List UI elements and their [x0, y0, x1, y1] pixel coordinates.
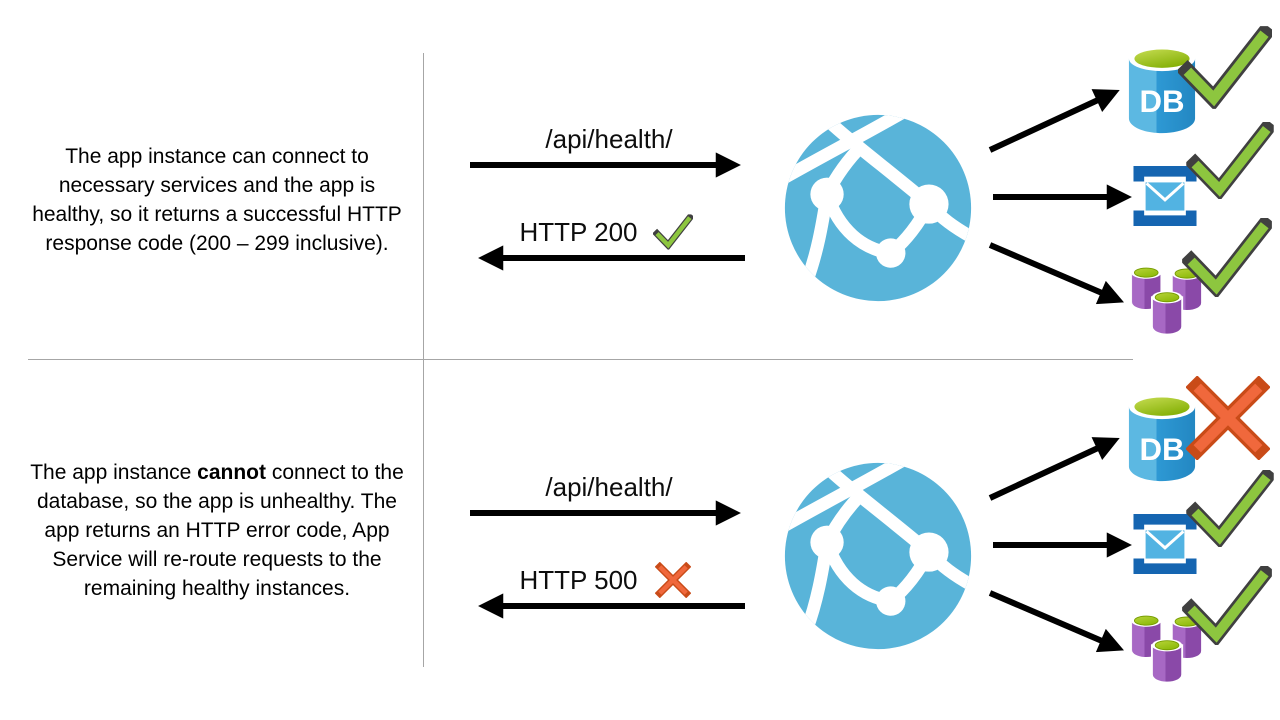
response-code-label: HTTP 500: [519, 564, 638, 595]
email-status-icon: [1186, 470, 1274, 548]
arrow-to-storage: [988, 590, 1125, 653]
database-status-icon: [1178, 26, 1272, 112]
check-icon: [1186, 122, 1274, 199]
arrow-to-database: [988, 437, 1120, 501]
description-text: connect to the database, so the app is u…: [37, 461, 404, 600]
healthy-description: The app instance can connect to necessar…: [28, 142, 406, 258]
app-service-globe-icon: [780, 110, 976, 306]
vertical-divider: [423, 53, 424, 667]
storage-status-icon: [1182, 218, 1272, 298]
app-service-globe-icon: [780, 458, 976, 654]
check-icon: [1182, 218, 1272, 297]
horizontal-divider: [28, 359, 1133, 360]
response-row: HTTP 200: [498, 212, 714, 252]
arrow-to-storage: [988, 242, 1125, 305]
flow-arrows: [470, 437, 1132, 653]
storage-status-icon: [1182, 566, 1272, 646]
check-icon: [1182, 566, 1272, 645]
description-text: The app instance: [30, 461, 198, 484]
email-status-icon: [1186, 122, 1274, 200]
unhealthy-description: The app instance cannot connect to the d…: [28, 458, 406, 603]
description-bold-text: cannot: [197, 461, 267, 484]
request-path-label: /api/health/: [545, 124, 673, 154]
arrow-to-database: [988, 89, 1120, 153]
check-icon: [1186, 470, 1274, 547]
panel-healthy-instance: The app instance can connect to necessar…: [28, 0, 1280, 360]
flow-arrows: [470, 89, 1132, 305]
request-path-label: /api/health/: [545, 472, 673, 502]
x-icon: [1186, 376, 1270, 460]
response-code-label: HTTP 200: [519, 216, 638, 247]
response-row: HTTP 500: [498, 560, 714, 600]
database-status-icon: [1178, 374, 1272, 460]
panel-unhealthy-instance: The app instance cannot connect to the d…: [0, 348, 1280, 708]
check-icon: [1178, 26, 1272, 109]
description-text: The app instance can connect to necessar…: [32, 145, 402, 255]
